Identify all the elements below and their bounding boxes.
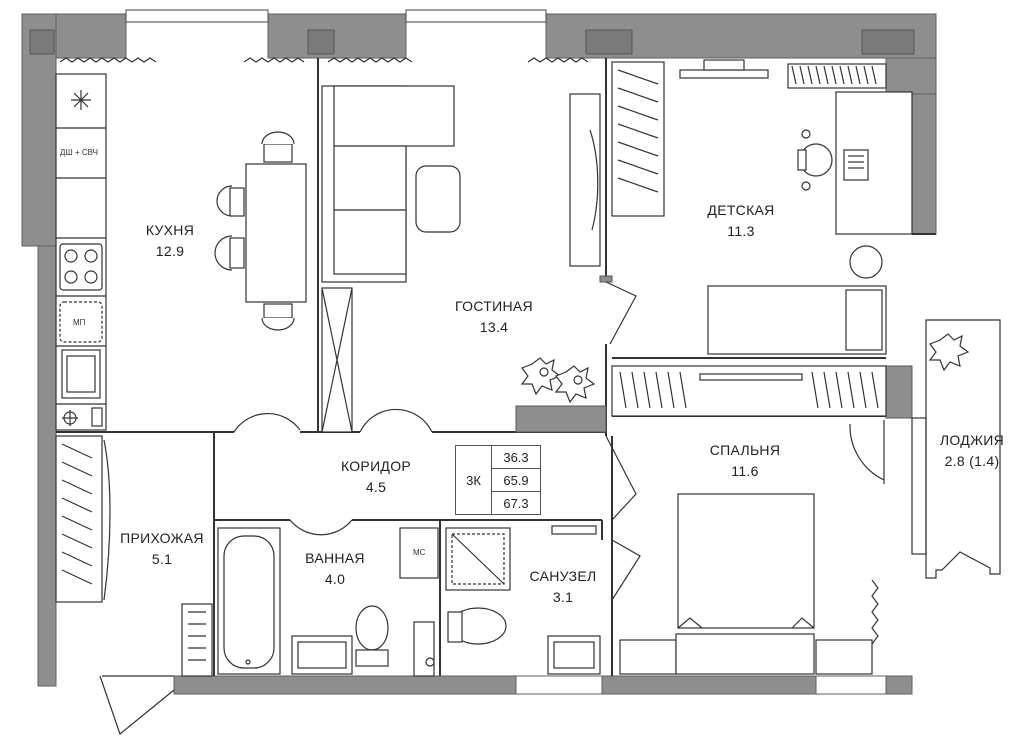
hallway-furniture	[55, 281, 641, 736]
room-label-loggia: ЛОДЖИЯ 2.8 (1.4)	[930, 430, 1014, 472]
plant-icon	[928, 333, 970, 372]
interior-wall-fills	[515, 275, 913, 433]
room-area: 11.3	[727, 223, 755, 239]
bedroom-furniture	[619, 420, 885, 675]
total-area-with-loggia-value: 67.3	[503, 495, 529, 511]
room-label-bath: ВАННАЯ 4.0	[290, 548, 380, 590]
room-name: КОРИДОР	[340, 458, 412, 474]
living-area-value: 36.3	[492, 446, 540, 469]
room-area: 4.5	[365, 479, 387, 495]
room-label-kitchen: КУХНЯ 12.9	[130, 220, 210, 262]
total-area-value: 65.9	[492, 469, 540, 492]
room-name: САНУЗЕЛ	[529, 568, 597, 584]
kids-furniture	[611, 59, 913, 417]
room-area: 3.1	[552, 589, 574, 605]
room-name: СПАЛЬНЯ	[709, 442, 781, 458]
wall-pillars	[29, 29, 915, 55]
room-area: 4.0	[324, 571, 346, 587]
plant-icon	[520, 357, 562, 396]
room-label-living: ГОСТИНАЯ 13.4	[444, 296, 544, 338]
washing-machine-label: МС	[413, 548, 426, 557]
area-summary-table: 3К 36.3 65.9 67.3	[455, 445, 541, 515]
room-area: 11.6	[731, 463, 759, 479]
room-area: 5.1	[151, 551, 173, 567]
room-area: 2.8 (1.4)	[944, 453, 1000, 469]
bathroom-fixtures	[217, 525, 601, 677]
apartment-type: 3К	[456, 446, 492, 514]
room-name: ПРИХОЖАЯ	[120, 530, 204, 546]
room-name: ЛОДЖИЯ	[939, 432, 1005, 448]
room-label-hallway: ПРИХОЖАЯ 5.1	[112, 528, 212, 570]
kitchen-furniture	[55, 57, 307, 431]
room-label-wc: САНУЗЕЛ 3.1	[518, 566, 608, 608]
windows	[125, 9, 547, 23]
room-name: ВАННАЯ	[305, 550, 365, 566]
room-label-corridor: КОРИДОР 4.5	[326, 456, 426, 498]
dishwasher-microwave-label: ДШ + СВЧ	[60, 148, 98, 157]
room-area: 13.4	[479, 319, 509, 335]
dishwasher-label: МП	[73, 318, 86, 327]
living-furniture	[321, 57, 601, 433]
room-area: 12.9	[155, 243, 185, 259]
loggia-outline	[911, 319, 1001, 579]
room-label-kids: ДЕТСКАЯ 11.3	[696, 200, 786, 242]
room-name: ДЕТСКАЯ	[707, 202, 775, 218]
plant-icon	[554, 365, 596, 404]
room-name: КУХНЯ	[145, 222, 195, 238]
room-label-bedroom: СПАЛЬНЯ 11.6	[700, 440, 790, 482]
room-name: ГОСТИНАЯ	[455, 298, 533, 314]
